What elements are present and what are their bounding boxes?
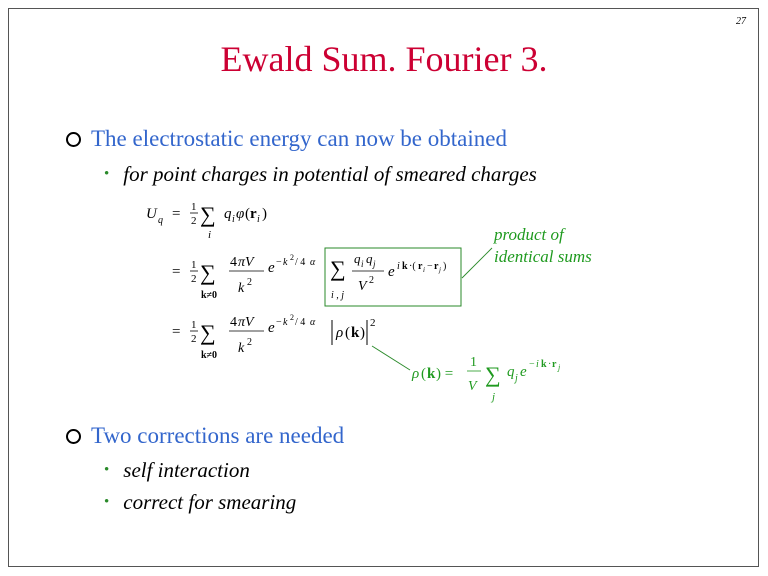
annotation-line-1: product of	[494, 225, 564, 244]
hollow-circle-bullet-icon	[66, 428, 81, 444]
sub-bullet-dot-icon: •	[104, 494, 110, 510]
annotation-line-2: identical sums	[494, 247, 592, 266]
slide-title: Ewald Sum. Fourier 3.	[220, 39, 548, 79]
bullet-2: Two corrections are needed	[66, 423, 344, 449]
sub-bullet-2-2-text: correct for smearing	[123, 490, 297, 514]
bullet-1-text: The electrostatic energy can now be obta…	[91, 126, 507, 151]
sub-bullet-1-1-text: for point charges in potential of smeare…	[123, 162, 537, 186]
bullet-2-text: Two corrections are needed	[91, 423, 345, 448]
sub-bullet-2-1-text: self interaction	[123, 458, 250, 482]
sub-bullet-2-2: • correct for smearing	[104, 490, 296, 515]
hollow-circle-bullet-icon	[66, 131, 81, 147]
annotation-product-of-identical-sums: product of identical sums	[494, 224, 592, 268]
sub-bullet-dot-icon: •	[104, 166, 110, 182]
slide-frame	[8, 8, 759, 567]
sub-bullet-2-1: • self interaction	[104, 458, 250, 483]
bullet-1: The electrostatic energy can now be obta…	[66, 126, 507, 152]
sub-bullet-1-1: • for point charges in potential of smea…	[104, 162, 537, 187]
sub-bullet-dot-icon: •	[104, 462, 110, 478]
page-number: 27	[736, 16, 746, 27]
